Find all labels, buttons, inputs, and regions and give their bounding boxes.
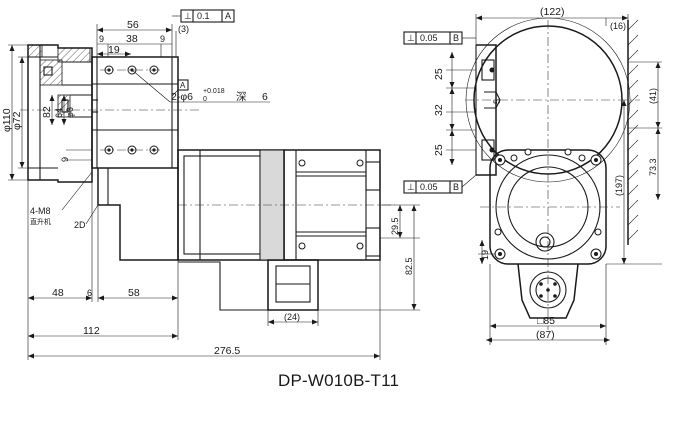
side-view: (122) (16) ⊥ 0.05 B ⊥ 0.05 B 25 [403, 6, 662, 345]
tolerance-datum: A [225, 11, 231, 21]
dim-29: 29.5 [390, 217, 400, 235]
side-dim-25-bottom: 25 [433, 144, 445, 156]
side-dim-sq85: □85 [537, 315, 555, 327]
side-dim-19: 19 [480, 250, 490, 260]
side-dim-5: 5 [492, 99, 502, 104]
side-tol-top-symbol: ⊥ [407, 33, 415, 43]
dim-38: 38 [126, 33, 138, 45]
model-title: DP-W010B-T11 [278, 371, 399, 390]
side-dim-197: (197) [614, 175, 624, 196]
dim-82b: 82.5 [404, 257, 414, 275]
hole-spec-tol-upper: +0.018 [203, 88, 225, 95]
lower-body [97, 168, 269, 311]
side-tol-top-datum: B [453, 33, 459, 43]
side-dim-41: (41) [648, 88, 658, 104]
hole-spec-note: 2-φ6 +0.018 0 深 6 [131, 69, 270, 103]
dim-58: 58 [128, 287, 140, 299]
dim-112: 112 [83, 325, 100, 337]
datum-a-label: A [180, 81, 186, 90]
side-tol-bottom-datum: B [453, 182, 459, 192]
hole-spec-depth: 6 [262, 91, 268, 103]
dim-122: (122) [540, 6, 565, 18]
dim-3: (3) [178, 24, 189, 34]
perpendicularity-tolerance-frame: ⊥ 0.1 A [172, 9, 235, 23]
chamfer-note: 2D [74, 220, 86, 230]
dim-9-left: 9 [99, 34, 104, 44]
side-dim-73: 73.3 [648, 158, 658, 176]
dim-48: 48 [52, 287, 64, 299]
dim-24: (24) [284, 312, 300, 322]
dim-64: 64 [54, 108, 64, 118]
tolerance-value: 0.1 [197, 11, 210, 21]
side-dim-87: (87) [536, 329, 555, 341]
dim-56: 56 [127, 19, 139, 31]
side-tolerance-frame-top: ⊥ 0.05 B [403, 31, 476, 45]
front-view: 56 (3) 9 38 9 19 ⊥ 0.1 A A [1, 9, 420, 360]
dim-276: 276.5 [214, 345, 240, 357]
dim-phi110: φ110 [1, 108, 13, 132]
thread-note-sub: 直升机 [30, 217, 51, 226]
dim-phi72: φ72 [11, 111, 23, 130]
side-tol-bottom-value: 0.05 [420, 182, 438, 192]
dim-19: 19 [108, 44, 120, 56]
dim-9-small: 9 [60, 157, 70, 162]
dim-6-bottom: 6 [87, 288, 92, 298]
side-tol-bottom-symbol: ⊥ [407, 182, 415, 192]
motor [177, 149, 381, 311]
reducer-housing [91, 56, 179, 169]
dim-82: 82 [41, 106, 53, 118]
wall-hatch [627, 19, 639, 241]
dim-9-right: 9 [160, 34, 165, 44]
side-dim-32: 32 [433, 104, 445, 116]
tolerance-symbol: ⊥ [184, 11, 192, 21]
hole-spec-prefix: 2-φ6 [171, 91, 193, 103]
hole-spec-tol-lower: 0 [203, 96, 207, 103]
chuck-flange [27, 44, 98, 183]
side-dim-25-top: 25 [433, 68, 445, 80]
dim-16: (16) [610, 21, 626, 31]
hole-spec-suffix: 深 [236, 91, 247, 103]
thread-note: 4-M8 [30, 206, 51, 216]
datum-a-marker: A [171, 79, 189, 97]
side-tol-top-value: 0.05 [420, 33, 438, 43]
dim-phi6: φ6 [65, 107, 75, 118]
side-tolerance-frame-bottom: ⊥ 0.05 B [403, 174, 477, 194]
